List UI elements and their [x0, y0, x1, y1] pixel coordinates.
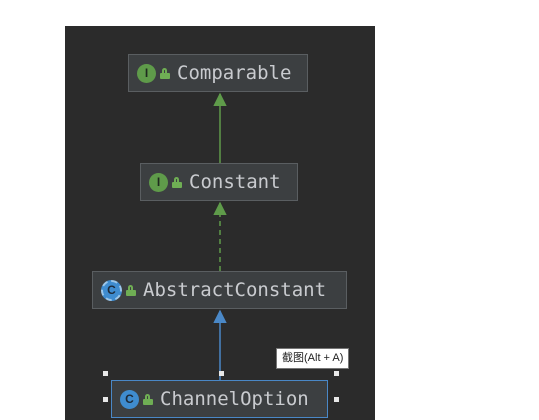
selection-handle[interactable]	[334, 371, 339, 376]
lock-icon	[143, 393, 153, 405]
node-label: Comparable	[177, 62, 292, 84]
selection-handle[interactable]	[103, 397, 108, 402]
diagram-canvas: I Comparable I Constant C AbstractConsta…	[65, 26, 375, 420]
selection-handle[interactable]	[103, 371, 108, 376]
node-constant[interactable]: I Constant	[140, 163, 298, 201]
node-label: ChannelOption	[160, 388, 309, 410]
screenshot-tooltip: 截图(Alt + A)	[276, 348, 350, 369]
interface-icon: I	[137, 63, 156, 83]
lock-icon	[126, 284, 136, 296]
diagram-edges	[213, 92, 227, 380]
lock-icon	[160, 67, 170, 79]
selection-handle[interactable]	[334, 397, 339, 402]
node-comparable[interactable]: I Comparable	[128, 54, 308, 92]
node-label: AbstractConstant	[143, 279, 327, 301]
selection-handle[interactable]	[219, 371, 224, 376]
lock-icon	[172, 176, 182, 188]
node-channel-option[interactable]: C ChannelOption	[111, 380, 328, 418]
node-abstract-constant[interactable]: C AbstractConstant	[92, 271, 347, 309]
abstract-class-icon: C	[101, 279, 122, 301]
node-label: Constant	[189, 171, 281, 193]
class-icon: C	[120, 389, 139, 409]
interface-icon: I	[149, 172, 168, 192]
